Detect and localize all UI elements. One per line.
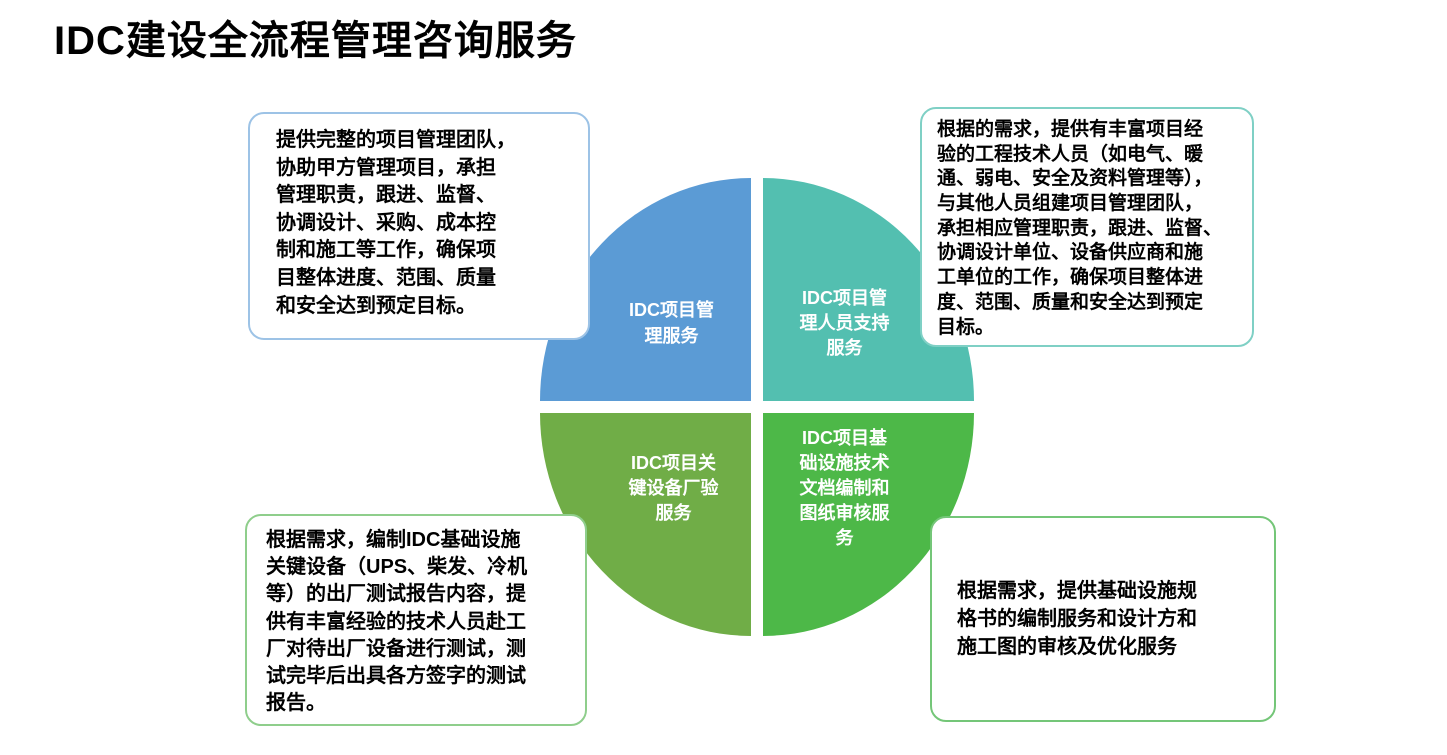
quadrant-label-staff-support-service: IDC项目管 理人员支持 服务 — [799, 287, 890, 359]
quadrant-circle-diagram: IDC项目管 理服务 IDC项目管 理人员支持 服务 IDC项目关 键设备厂验 … — [540, 178, 974, 636]
page-title: IDC建设全流程管理咨询服务 — [54, 19, 577, 63]
quadrant-label-tech-docs-service: IDC项目基 础设施技术 文档编制和 图纸审核服 务 — [799, 427, 890, 549]
callout-staff-support-service: 根据的需求，提供有丰富项目经 验的工程技术人员（如电气、暖 通、弱电、安全及资料… — [920, 107, 1254, 347]
callout-text-tech-docs-service: 根据需求，提供基础设施规 格书的编制服务和设计方和 施工图的审核及优化服务 — [957, 580, 1197, 658]
callout-text-factory-acceptance-service: 根据需求，编制IDC基础设施 关键设备（UPS、柴发、冷机 等）的出厂测试报告内… — [266, 529, 528, 715]
callout-project-management-service: 提供完整的项目管理团队， 协助甲方管理项目，承担 管理职责，跟进、监督、 协调设… — [248, 112, 590, 340]
callout-text-project-management-service: 提供完整的项目管理团队， 协助甲方管理项目，承担 管理职责，跟进、监督、 协调设… — [276, 129, 516, 317]
callout-tech-docs-service: 根据需求，提供基础设施规 格书的编制服务和设计方和 施工图的审核及优化服务 — [930, 516, 1276, 722]
quadrant-label-factory-acceptance-service: IDC项目关 键设备厂验 服务 — [628, 452, 719, 524]
callout-text-staff-support-service: 根据的需求，提供有丰富项目经 验的工程技术人员（如电气、暖 通、弱电、安全及资料… — [937, 119, 1223, 338]
callout-factory-acceptance-service: 根据需求，编制IDC基础设施 关键设备（UPS、柴发、冷机 等）的出厂测试报告内… — [245, 514, 587, 726]
quadrant-label-project-management-service: IDC项目管 理服务 — [629, 300, 714, 346]
